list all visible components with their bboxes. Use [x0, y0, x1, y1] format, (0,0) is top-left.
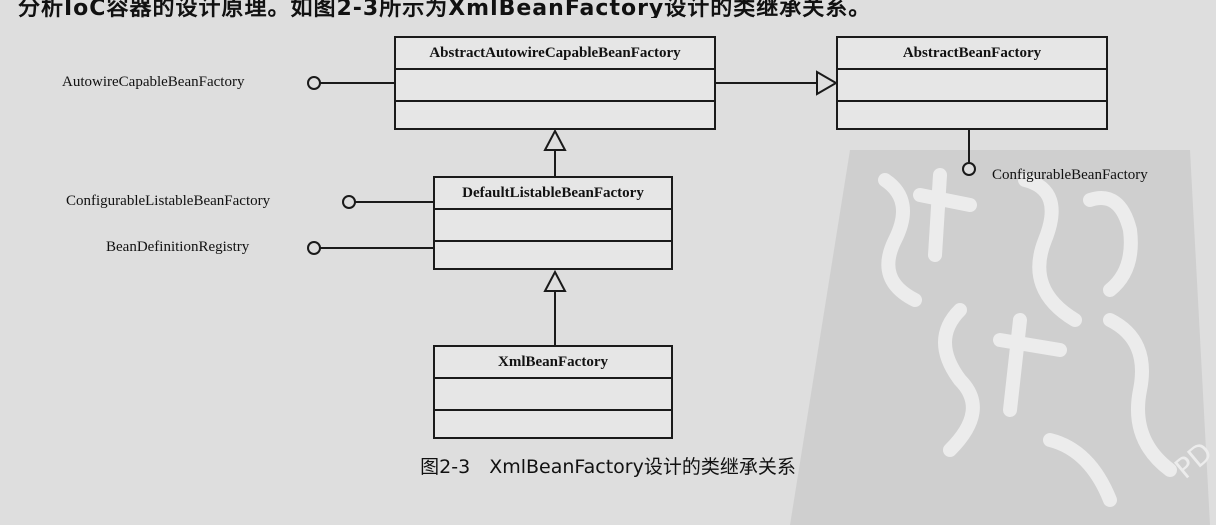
class-attributes: [435, 379, 671, 411]
class-title: AbstractAutowireCapableBeanFactory: [396, 38, 714, 70]
class-attributes: [838, 70, 1106, 102]
interface-autowire-capable-bean-factory: AutowireCapableBeanFactory: [62, 74, 245, 90]
class-title: AbstractBeanFactory: [838, 38, 1106, 70]
configurable-interface-icon: [962, 162, 976, 176]
interface-bean-definition-registry: BeanDefinitionRegistry: [106, 239, 250, 255]
class-default-listable-bean-factory: DefaultListableBeanFactory: [433, 176, 673, 270]
header-text: 分析IoC容器的设计原理。如图2-3所示为XmlBeanFactory设计的类继…: [18, 0, 872, 18]
page-header-text: 分析IoC容器的设计原理。如图2-3所示为XmlBeanFactory设计的类继…: [0, 0, 1216, 18]
class-methods: [838, 102, 1106, 130]
class-title: XmlBeanFactory: [435, 347, 671, 379]
inherit-arrow-xml: [543, 269, 567, 292]
class-title: DefaultListableBeanFactory: [435, 178, 671, 210]
figure-caption: 图2-3 XmlBeanFactory设计的类继承关系: [420, 456, 796, 478]
autowire-interface-icon: [307, 76, 321, 90]
class-methods: [435, 411, 671, 439]
class-attributes: [435, 210, 671, 242]
class-xml-bean-factory: XmlBeanFactory: [433, 345, 673, 439]
class-attributes: [396, 70, 714, 102]
class-abstract-autowire-capable-bean-factory: AbstractAutowireCapableBeanFactory: [394, 36, 716, 130]
registry-interface-icon: [307, 241, 321, 255]
class-methods: [396, 102, 714, 130]
inherit-arrow-default: [543, 128, 567, 151]
class-abstract-bean-factory: AbstractBeanFactory: [836, 36, 1108, 130]
watermark-seal: PD: [790, 150, 1210, 525]
interface-configurable-listable-bean-factory: ConfigurableListableBeanFactory: [66, 193, 271, 209]
configurable-listable-interface-icon: [342, 195, 356, 209]
inherit-arrow-abstract: [816, 70, 838, 96]
interface-configurable-bean-factory: ConfigurableBeanFactory: [992, 167, 1148, 183]
class-methods: [435, 242, 671, 270]
